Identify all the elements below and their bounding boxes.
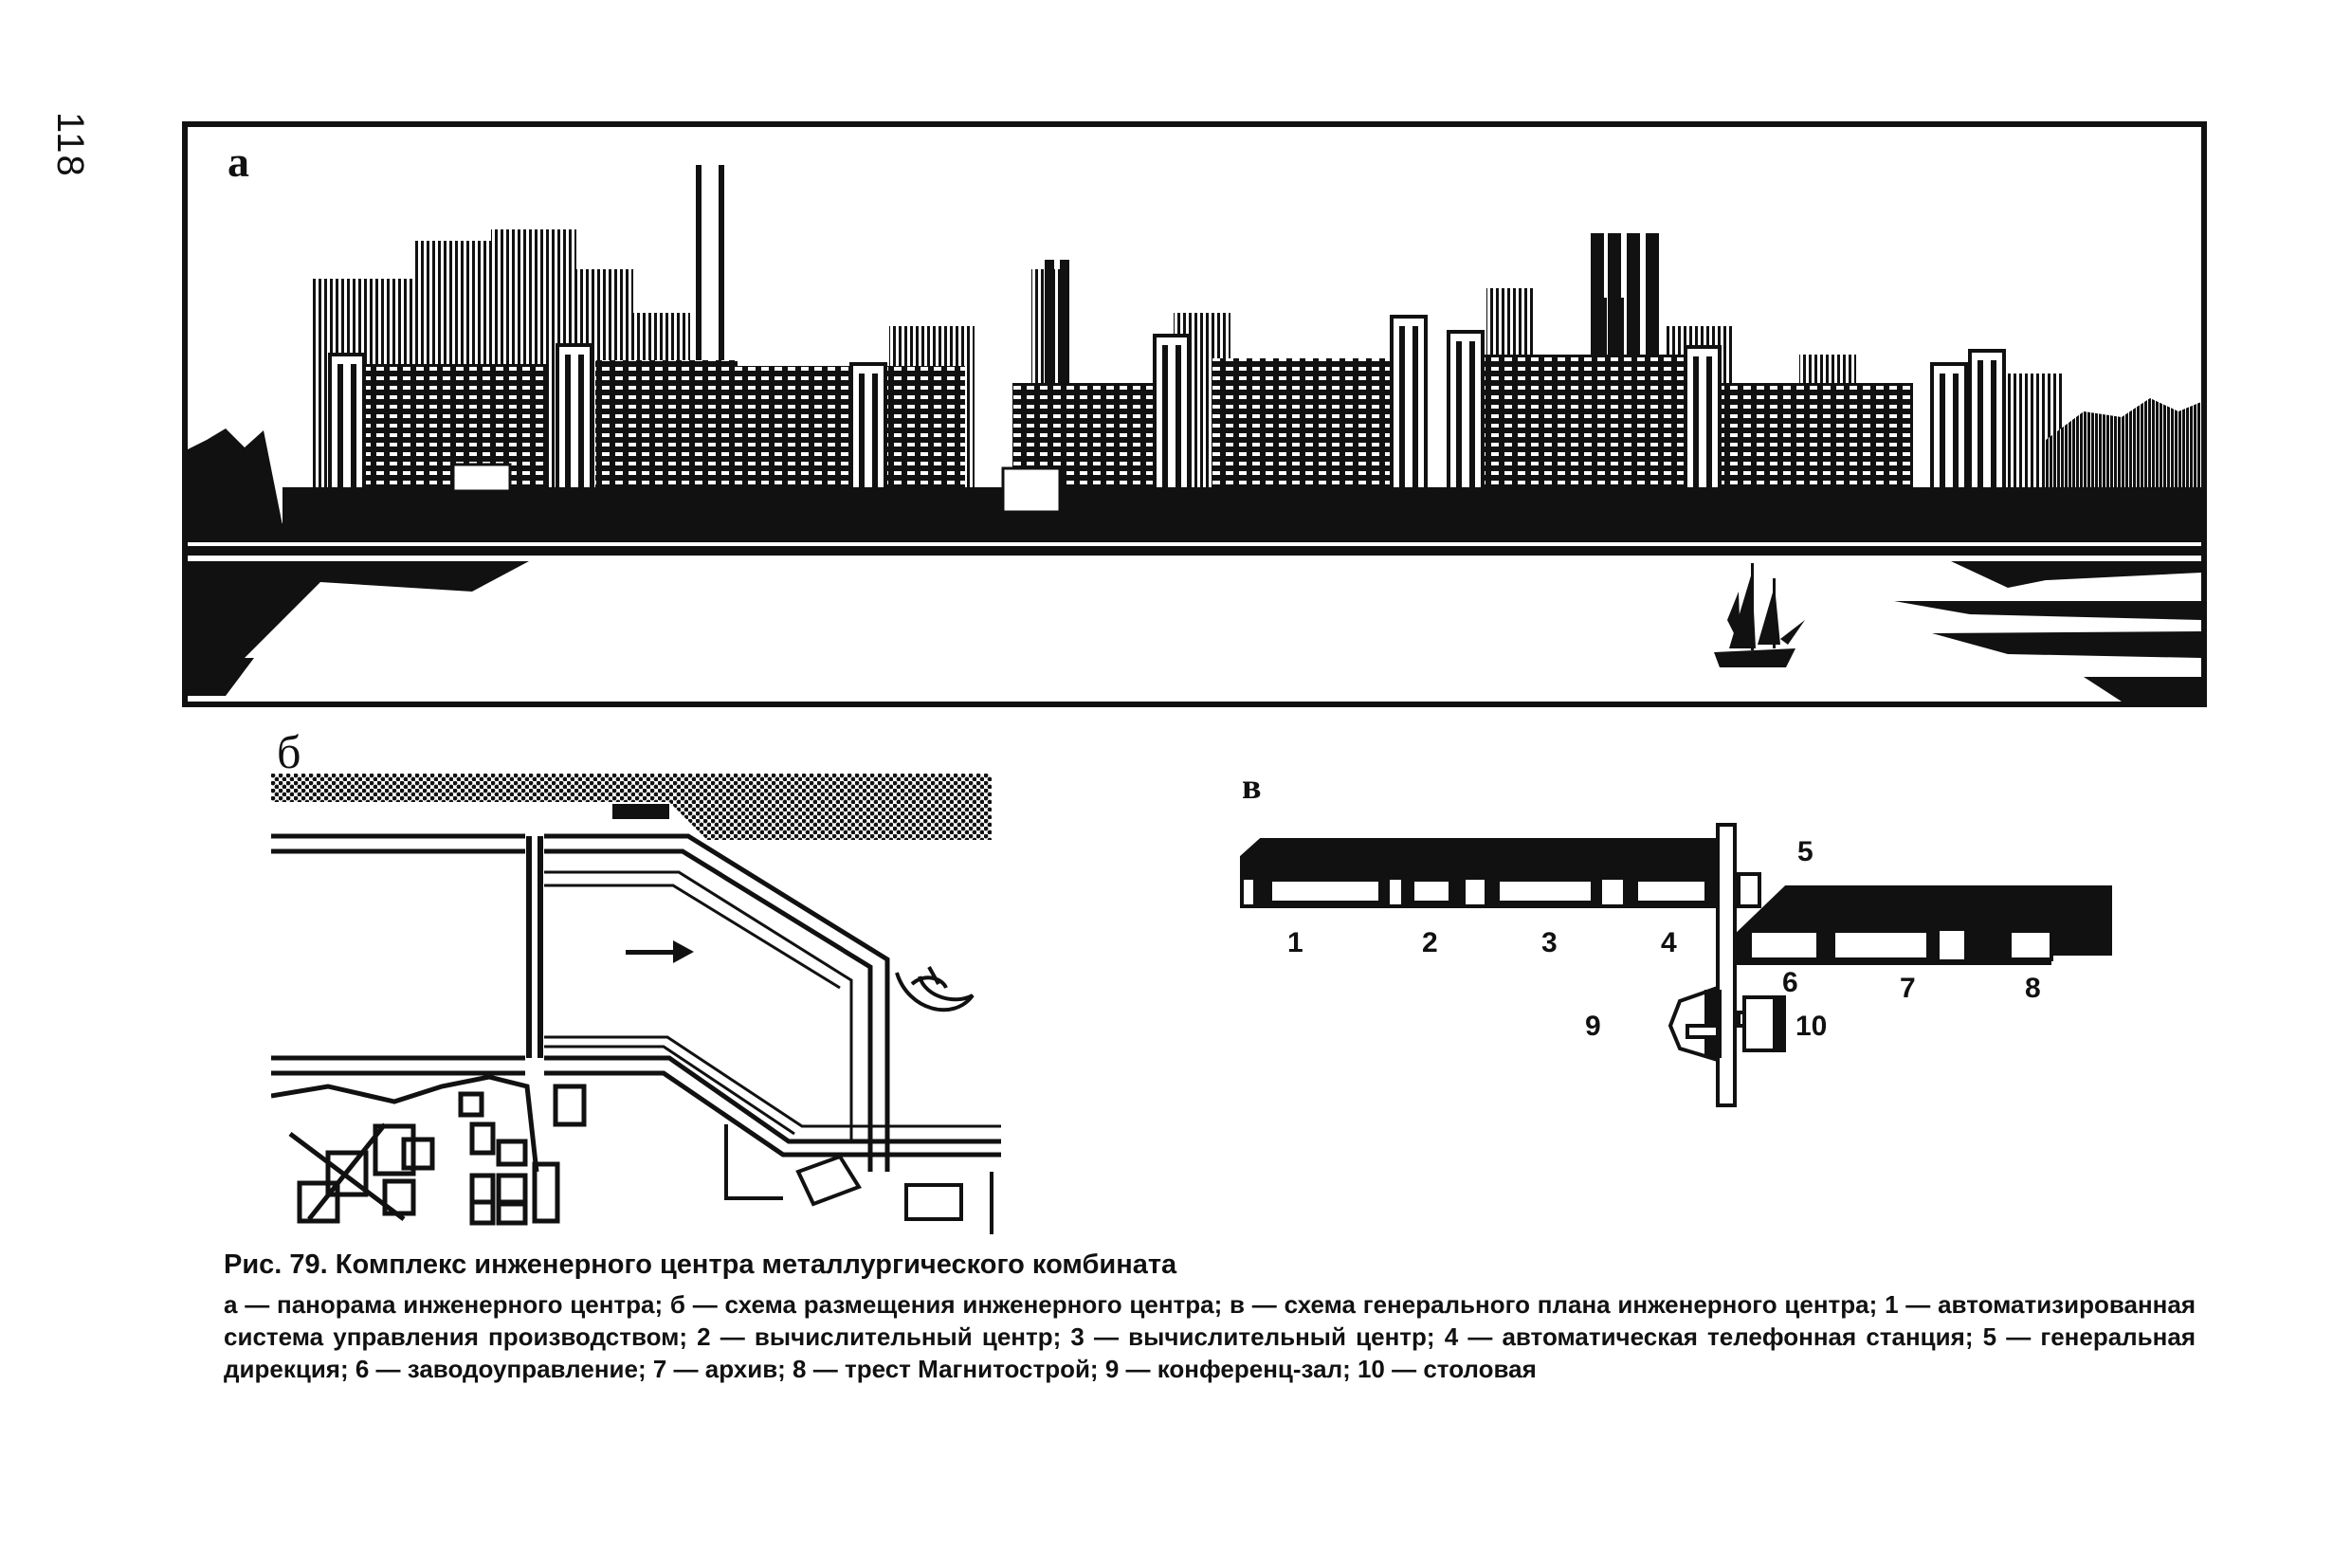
engineering-center-buildings bbox=[282, 315, 2201, 523]
embankment-edge bbox=[188, 546, 2201, 556]
label-5: 5 bbox=[1797, 836, 1813, 867]
site-scheme-figure bbox=[271, 774, 1001, 1234]
central-spine bbox=[1716, 823, 1737, 1107]
building-8 bbox=[2008, 929, 2053, 961]
embankment bbox=[188, 523, 2201, 542]
general-plan-figure: 1 2 3 4 5 6 7 8 9 10 bbox=[1232, 811, 2142, 1124]
building-2 bbox=[1411, 878, 1452, 904]
building-5 bbox=[1737, 872, 1761, 908]
building-4 bbox=[1634, 878, 1708, 904]
building-7 bbox=[1832, 929, 1930, 961]
ship-symbol bbox=[895, 966, 975, 1012]
panorama-drawing: а bbox=[188, 137, 2201, 702]
panel-letter-v: в bbox=[1242, 767, 1262, 807]
panel-letter-a: а bbox=[228, 137, 249, 186]
planned-blocks bbox=[724, 1124, 993, 1234]
caption-title: Рис. 79. Комплекс инженерного центра мет… bbox=[224, 1249, 1177, 1280]
page-number: 118 bbox=[49, 112, 91, 178]
label-8: 8 bbox=[2025, 973, 2041, 1004]
road-network bbox=[271, 833, 1001, 1172]
plant-gate bbox=[612, 804, 669, 819]
building-3 bbox=[1496, 878, 1595, 904]
flow-arrow bbox=[626, 940, 694, 963]
label-7: 7 bbox=[1900, 973, 1916, 1004]
water-reflections bbox=[188, 561, 2201, 702]
panel-letter-b: б bbox=[277, 725, 301, 778]
building-1 bbox=[1268, 878, 1382, 904]
label-9: 9 bbox=[1585, 1011, 1601, 1042]
site-scheme-drawing bbox=[271, 774, 1001, 1234]
panorama-figure: а bbox=[182, 121, 2207, 707]
building-6 bbox=[1748, 929, 1820, 961]
label-3: 3 bbox=[1541, 927, 1558, 958]
city-blocks bbox=[271, 1074, 587, 1226]
label-2: 2 bbox=[1422, 927, 1438, 958]
general-plan-drawing: 1 2 3 4 5 6 7 8 9 10 bbox=[1240, 823, 2112, 1107]
industrial-zone bbox=[271, 774, 992, 840]
caption-body: а — панорама инженерного центра; б — схе… bbox=[224, 1290, 2196, 1383]
sailing-ship bbox=[1714, 563, 1805, 667]
label-10: 10 bbox=[1795, 1011, 1827, 1042]
label-4: 4 bbox=[1661, 927, 1677, 958]
label-1: 1 bbox=[1287, 927, 1303, 958]
label-6: 6 bbox=[1782, 967, 1798, 998]
figure-caption: Рис. 79. Комплекс инженерного центра мет… bbox=[224, 1249, 2196, 1385]
